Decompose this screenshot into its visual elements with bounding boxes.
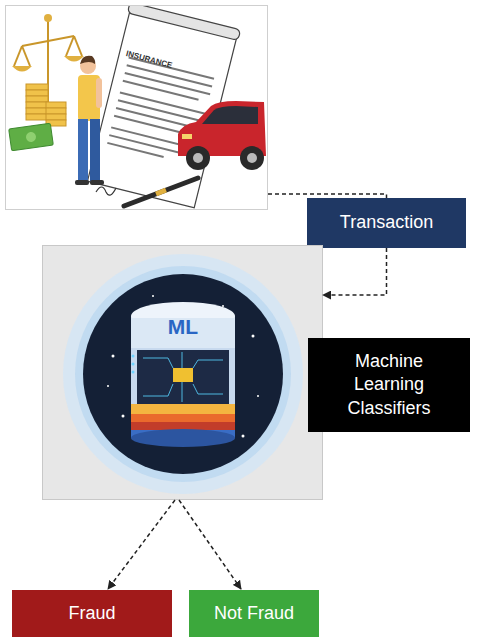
- insurance-illustration: [6, 6, 267, 209]
- node-label: Fraud: [68, 603, 115, 625]
- illustration-box: INSURANCE: [5, 5, 268, 210]
- ml-illustration: [43, 246, 322, 499]
- dashed-connector: [323, 248, 387, 295]
- process-box: Transaction: [307, 198, 466, 248]
- node-label: Transaction: [340, 212, 433, 234]
- dashed-connector: [179, 500, 241, 589]
- illustration-box: ML: [42, 245, 323, 500]
- dashed-connector: [108, 500, 175, 589]
- outcome-box: Fraud: [12, 590, 172, 637]
- caption-box: Machine Learning Classifiers: [308, 338, 470, 432]
- outcome-box: Not Fraud: [189, 590, 319, 637]
- node-label: Machine Learning Classifiers: [338, 350, 440, 420]
- illustration-text: ML: [156, 316, 210, 337]
- node-label: Not Fraud: [214, 603, 294, 625]
